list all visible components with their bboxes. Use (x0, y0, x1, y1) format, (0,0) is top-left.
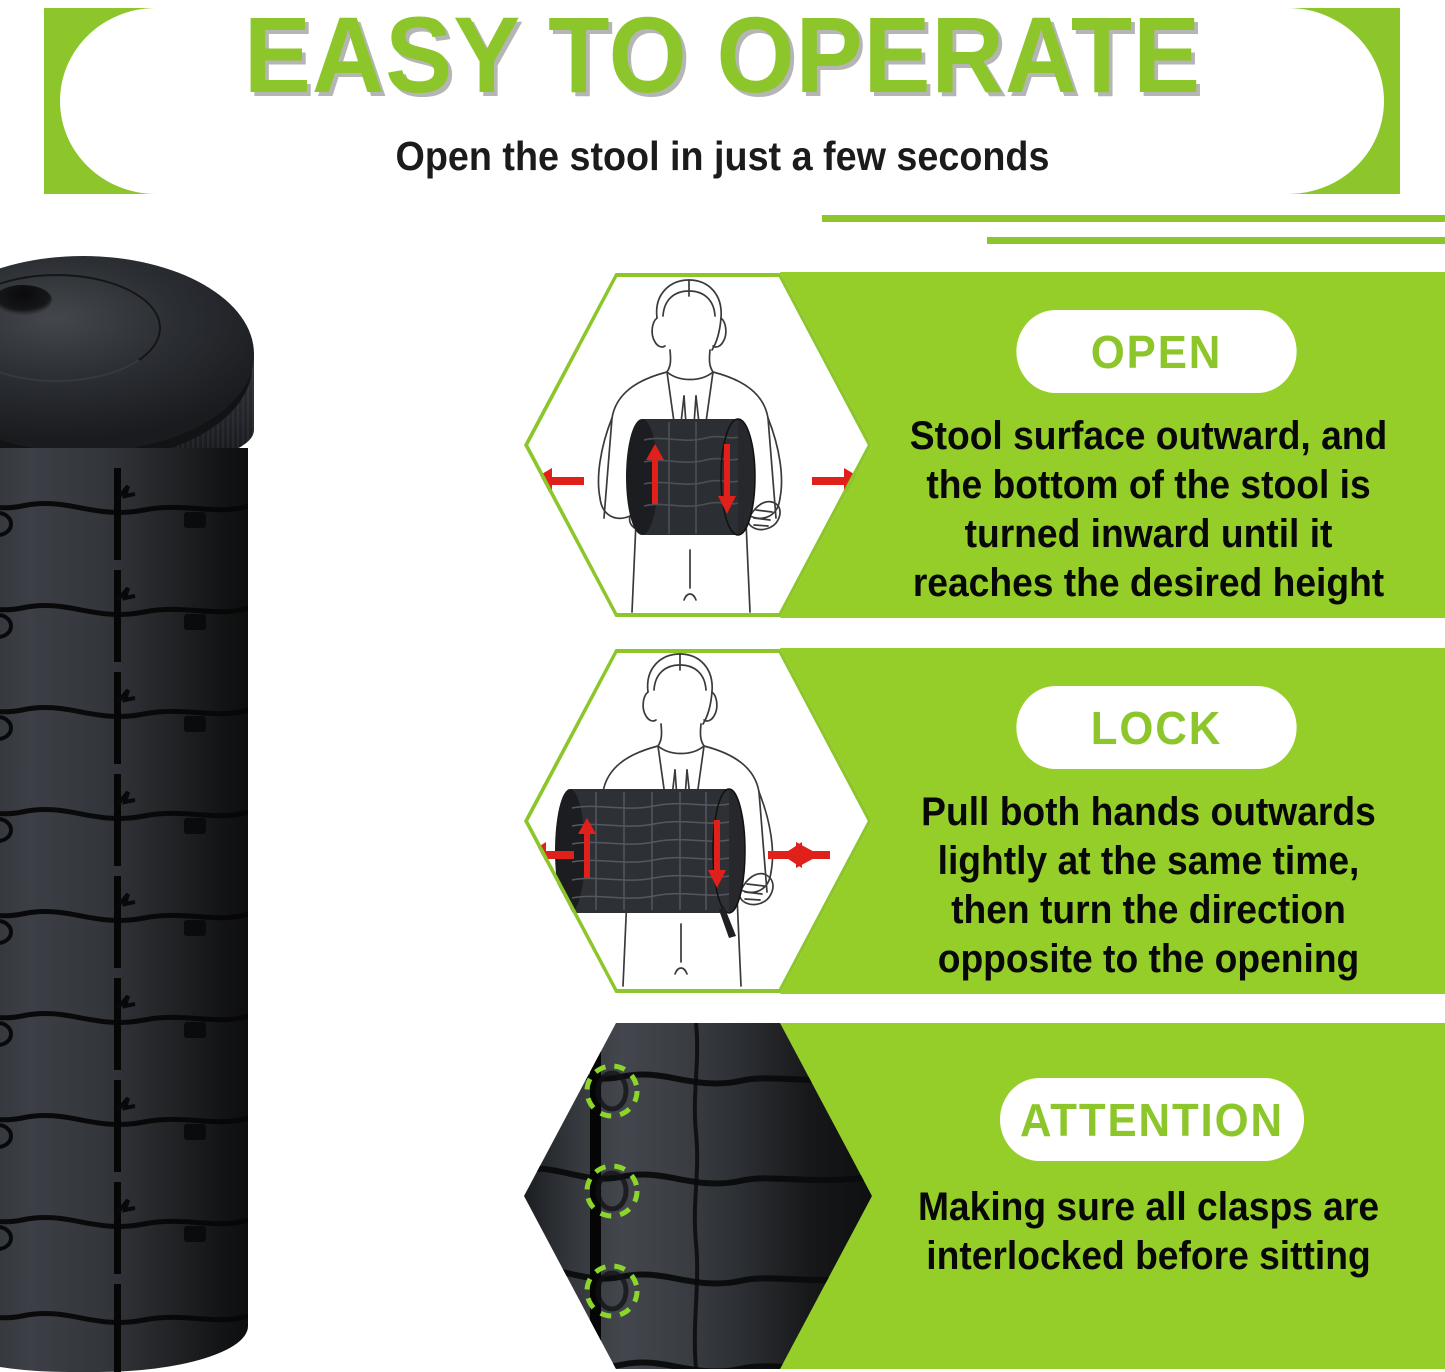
step-panel-open: OPEN Stool surface outward, and the bott… (524, 272, 1445, 618)
step-label-text: LOCK (1090, 701, 1223, 754)
product-photo-stool (0, 256, 342, 1372)
step-label-pill-lock: LOCK (1016, 686, 1297, 769)
step-panel-attention: ATTENTION Making sure all clasps are int… (524, 1023, 1445, 1369)
page-subtitle: Open the stool in just a few seconds (395, 133, 1050, 179)
step-description-attention: Making sure all clasps are interlocked b… (917, 1185, 1380, 1278)
stool-telescoping-body (0, 448, 248, 1372)
step-description-lock: Pull both hands outwards lightly at the … (921, 790, 1376, 981)
step-description-open: Stool surface outward, and the bottom of… (909, 414, 1388, 605)
step-panel-lock: LOCK Pull both hands outwards lightly at… (524, 648, 1445, 994)
step-label-pill-attention: ATTENTION (1000, 1078, 1304, 1161)
step-label-pill-open: OPEN (1016, 310, 1297, 393)
stool-segment-lines (0, 468, 248, 1372)
header-rule-long (822, 215, 1445, 222)
stool-seat-hole (0, 285, 52, 315)
clasp-highlight-circles (584, 1063, 640, 1319)
step-label-text: OPEN (1090, 325, 1223, 378)
header-rule-short (987, 237, 1445, 244)
step-label-text: ATTENTION (1020, 1093, 1284, 1146)
page-title: EASY TO OPERATE (243, 0, 1202, 115)
